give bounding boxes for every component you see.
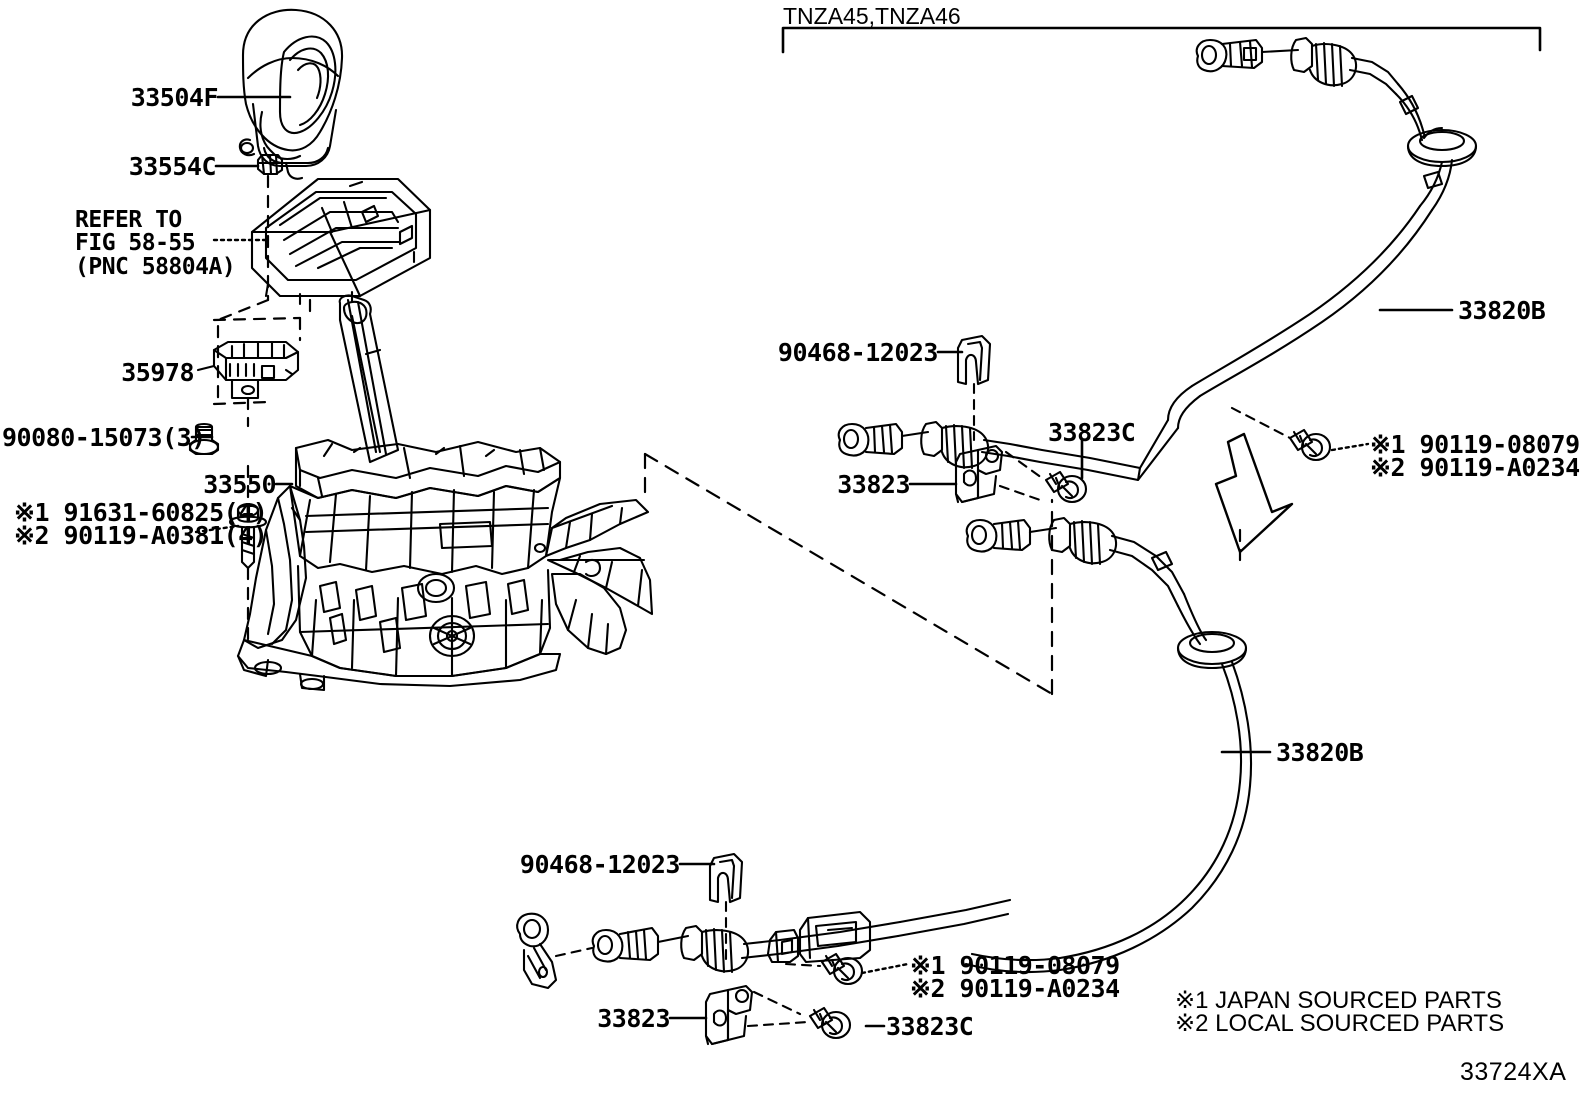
callout-assembly-bolt-jp: ※1 91631-60825(4): [14, 498, 268, 527]
upper-bracket-screw-art: [1044, 470, 1088, 504]
upper-shift-cable-art: [1166, 36, 1478, 430]
lower-ball-joint-art: [516, 912, 558, 990]
callout-refer-pnc: (PNC 58804A): [75, 254, 236, 280]
callout-cable-bolt-lower-jp: ※1 90119-08079: [910, 951, 1120, 980]
lower-bracket-screw-art: [808, 1006, 852, 1040]
upper-cable-rod-art: [837, 418, 1180, 482]
legend-japan-sourced: ※1 JAPAN SOURCED PARTS: [1175, 987, 1502, 1014]
upper-cable-clip-art: [956, 334, 992, 386]
lower-cable-bolt-art: [820, 952, 864, 986]
lower-cable-rod-art: [591, 898, 1012, 974]
callout-shift-assembly: 33550: [203, 470, 276, 499]
position-switch-art: [196, 340, 300, 400]
callout-refer-line1: REFER TO: [75, 207, 182, 233]
callout-clip-lower: 90468-12023: [519, 850, 681, 879]
callout-shift-knob: 33504F: [130, 83, 219, 112]
shift-lever-assembly-art: [236, 294, 654, 692]
callout-bracket-screw-lower: 33823C: [886, 1012, 974, 1041]
legend-local-sourced: ※2 LOCAL SOURCED PARTS: [1175, 1010, 1505, 1037]
figure-id-label: 33724XA: [1460, 1058, 1567, 1086]
lower-bracket-art: [704, 984, 754, 1046]
callout-knob-clip: 33554C: [128, 152, 217, 181]
shift-knob-art: [238, 8, 344, 180]
callout-bracket-upper: 33823: [837, 470, 910, 499]
upper-cable-bolt-art: [1288, 428, 1332, 462]
callout-cable-lower: 33820B: [1276, 738, 1364, 767]
knob-clip-art: [256, 153, 284, 176]
lower-shift-cable-art: [964, 516, 1253, 974]
callout-cable-bolt-lower-local: ※2 90119-A0234: [910, 974, 1120, 1003]
callout-cable-upper: 33820B: [1458, 296, 1546, 325]
callout-cable-bolt-upper-jp: ※1 90119-08079: [1370, 430, 1580, 459]
lower-cable-clip-art: [708, 852, 744, 904]
group-frame-bracket: [781, 26, 1542, 54]
shift-bezel-plate-art: [250, 177, 432, 306]
callout-position-switch: 35978: [121, 358, 194, 387]
callout-bracket-screw-upper: 33823C: [1048, 418, 1136, 447]
callout-cable-bolt-upper-local: ※2 90119-A0234: [1370, 453, 1580, 482]
callout-refer-line2: FIG 58-55: [75, 230, 196, 256]
direction-arrow: [1214, 432, 1294, 554]
callout-switch-screw: 90080-15073(3): [2, 423, 206, 452]
callout-clip-upper: 90468-12023: [777, 338, 939, 367]
group-header-label: TNZA45,TNZA46: [783, 3, 961, 29]
callout-bracket-lower: 33823: [597, 1004, 670, 1033]
upper-bracket-art: [954, 444, 1004, 504]
switch-screw-art: [188, 422, 220, 456]
callout-assembly-bolt-local: ※2 90119-A0381(4): [14, 521, 268, 550]
